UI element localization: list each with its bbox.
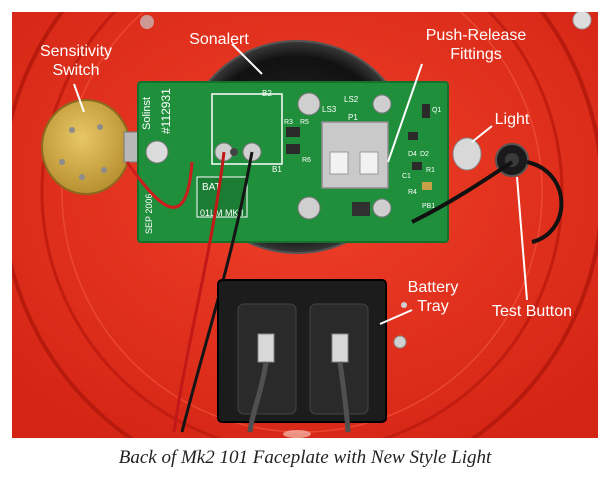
board-c1-text: C1 (402, 173, 411, 180)
board-screw (297, 92, 321, 116)
push-release-label-line1: Push-Release (426, 27, 527, 44)
board-screw (145, 140, 169, 164)
board-r1-text: R1 (426, 167, 435, 174)
faceplate-photo: Solinst #112931 SEP 2006 BAT 01LM MKII P… (12, 12, 598, 438)
board-r3-text: R3 (284, 119, 293, 126)
sensitivity-label-line1: Sensitivity (40, 43, 112, 60)
sonalert-callout-line (231, 43, 263, 75)
board-serial-text: #112931 (159, 88, 173, 134)
battery-tray-label-line2: Tray (417, 298, 448, 315)
board-brand-text: Solinst (141, 97, 153, 130)
board-d4-text: D4 (408, 151, 417, 158)
bottom-reflection (283, 430, 311, 438)
light-callout-line (471, 125, 493, 143)
board-model-text: 01LM MKII (200, 208, 244, 218)
board-p1-text: P1 (348, 113, 358, 122)
board-r6-text: R6 (302, 157, 311, 164)
board-screw (297, 196, 321, 220)
sensitivity-callout-line (73, 83, 85, 113)
side-screw (401, 302, 407, 308)
push-release-fittings (321, 121, 389, 189)
board-q1-text: Q1 (432, 107, 441, 114)
top-screw-hole (140, 15, 154, 29)
board-ls2-text: LS2 (344, 95, 359, 104)
circuit-board: Solinst #112931 SEP 2006 BAT 01LM MKII P… (137, 81, 449, 243)
board-pb1-text: PB1 (422, 203, 435, 210)
board-ls3-text: LS3 (322, 105, 337, 114)
push-release-label-line2: Fittings (450, 46, 502, 63)
sonalert-label: Sonalert (189, 31, 249, 48)
figure-caption: Back of Mk2 101 Faceplate with New Style… (118, 447, 492, 468)
board-b2-text: B2 (262, 89, 272, 98)
black-cable (411, 160, 514, 224)
battery-callout-line (379, 309, 413, 325)
board-screw (372, 198, 392, 218)
black-cable (526, 160, 564, 244)
test-button-callout-line (516, 176, 528, 301)
board-d2-text: D2 (420, 151, 429, 158)
push-release-callout-line (387, 63, 423, 163)
side-screw (393, 335, 407, 349)
red-wire (172, 151, 226, 433)
top-screw-hole (572, 12, 592, 30)
battery-tray (217, 279, 387, 433)
test-button-label: Test Button (492, 303, 572, 320)
light-label: Light (495, 111, 530, 128)
board-b1-text: B1 (272, 165, 282, 174)
board-r4-text: R4 (408, 189, 417, 196)
board-bat-text: BAT (202, 182, 221, 193)
battery-tray-label-line1: Battery (408, 279, 459, 296)
faceplate-ridge (40, 12, 564, 438)
sensitivity-label-line2: Switch (52, 62, 99, 79)
board-date-text: SEP 2006 (144, 194, 154, 234)
board-r5-text: R5 (300, 119, 309, 126)
light-fitting (452, 137, 482, 171)
board-screw (372, 94, 392, 114)
red-wire (125, 161, 194, 209)
